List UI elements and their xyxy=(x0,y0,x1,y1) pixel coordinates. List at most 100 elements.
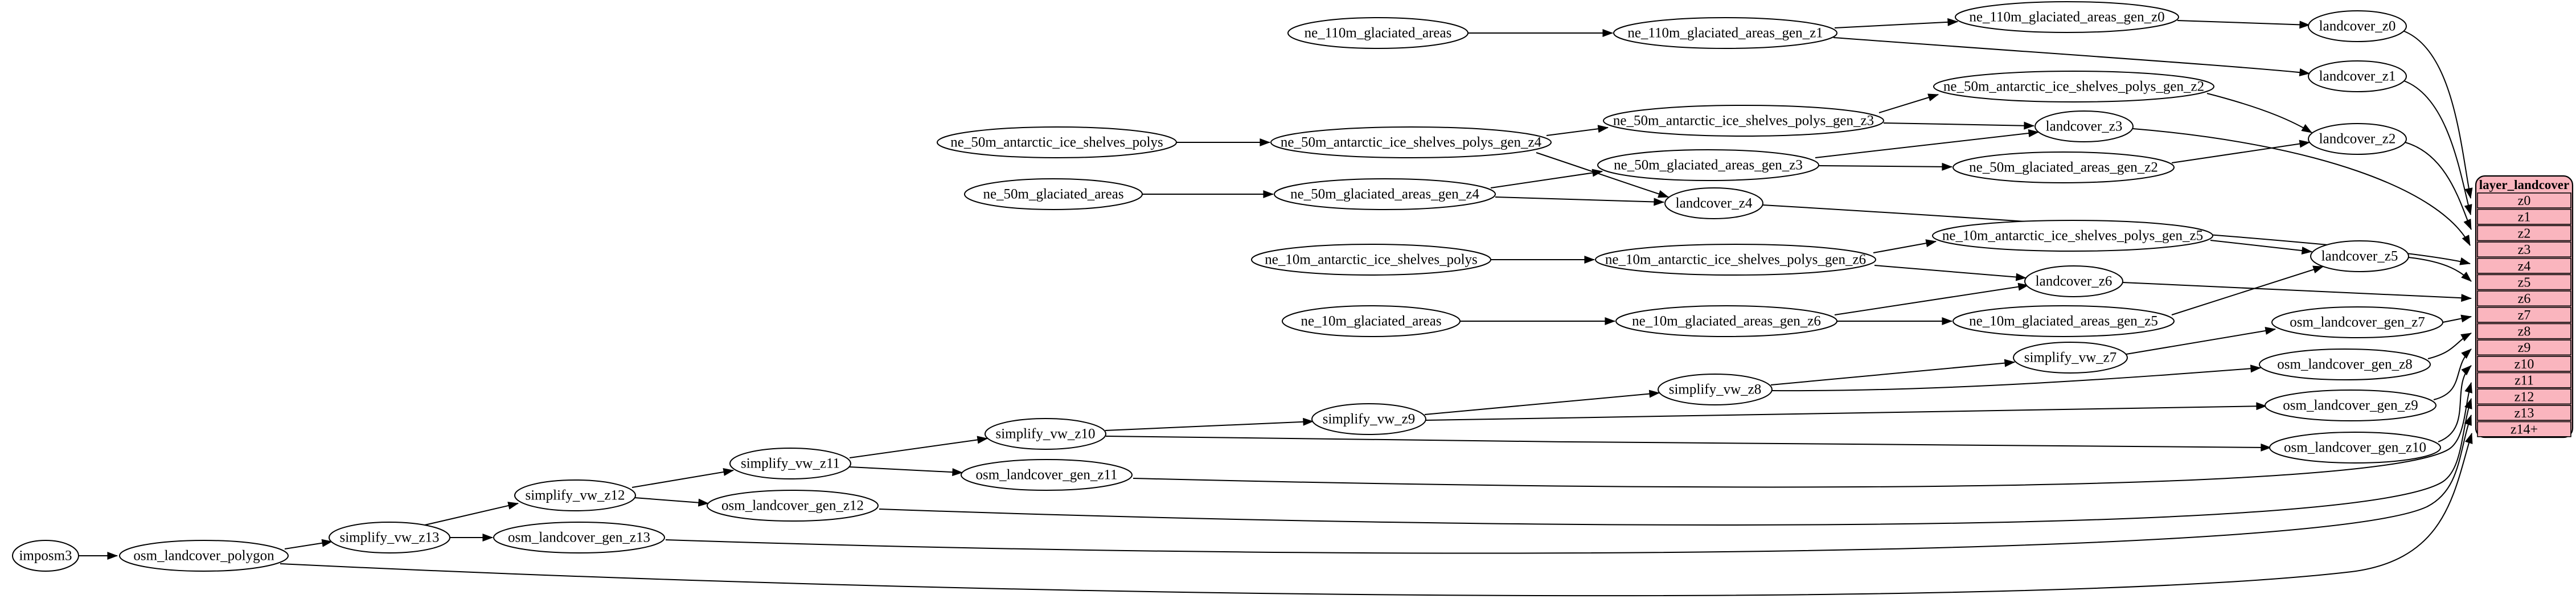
node-ne_50m_antarctic_ice_shelves_polys_gen_z3: ne_50m_antarctic_ice_shelves_polys_gen_z… xyxy=(1603,105,1884,137)
edge-simplify_vw_z11-to-osm_landcover_gen_z11 xyxy=(849,466,963,477)
table-row-label-z14+: z14+ xyxy=(2511,423,2538,437)
edge-simplify_vw_z8-to-simplify_vw_z7 xyxy=(1770,359,2016,386)
edge-osm_landcover_gen_z12-to-layer_landcover-z12 xyxy=(879,397,2472,526)
node-ne_50m_glaciated_areas_gen_z3: ne_50m_glaciated_areas_gen_z3 xyxy=(1597,149,1819,181)
edge-ne_50m_glaciated_areas_gen_z4-to-ne_50m_glaciated_areas_gen_z3 xyxy=(1490,169,1603,188)
edge-landcover_z0-to-layer_landcover-z0 xyxy=(2402,30,2473,199)
node-label-landcover_z4: landcover_z4 xyxy=(1676,196,1753,211)
node-ellipse-simplify_vw_z7 xyxy=(2013,342,2128,374)
node-label-ne_50m_antarctic_ice_shelves_polys_gen_z2: ne_50m_antarctic_ice_shelves_polys_gen_z… xyxy=(1943,79,2204,95)
table-row-z1 xyxy=(2477,208,2571,225)
node-label-osm_landcover_gen_z7: osm_landcover_gen_z7 xyxy=(2290,315,2425,330)
node-label-landcover_z3: landcover_z3 xyxy=(2046,119,2123,134)
node-ellipse-ne_50m_antarctic_ice_shelves_polys_gen_z3 xyxy=(1603,105,1884,137)
table-row-z9 xyxy=(2477,339,2571,356)
node-ne_50m_antarctic_ice_shelves_polys_gen_z4: ne_50m_antarctic_ice_shelves_polys_gen_z… xyxy=(1270,126,1552,158)
table-row-z3 xyxy=(2477,241,2571,258)
node-simplify_vw_z10: simplify_vw_z10 xyxy=(985,418,1106,450)
node-ellipse-osm_landcover_gen_z13 xyxy=(493,522,665,553)
node-ellipse-ne_50m_antarctic_ice_shelves_polys_gen_z4 xyxy=(1270,126,1552,158)
node-landcover_z3: landcover_z3 xyxy=(2034,110,2134,142)
node-ellipse-ne_50m_glaciated_areas_gen_z2 xyxy=(1952,151,2175,183)
node-ellipse-landcover_z1 xyxy=(2308,60,2407,92)
edge-osm_landcover_polygon-to-layer_landcover-z14+ xyxy=(280,432,2473,597)
table-row-z6 xyxy=(2477,290,2571,307)
node-ellipse-simplify_vw_z9 xyxy=(1311,403,1426,435)
edge-landcover_z4-to-layer_landcover-z4 xyxy=(1762,204,2471,265)
edge-osm_landcover_gen_z9-to-layer_landcover-z9 xyxy=(2433,348,2472,400)
node-osm_landcover_polygon: osm_landcover_polygon xyxy=(119,540,289,572)
table-row-label-z13: z13 xyxy=(2515,406,2534,421)
node-ellipse-ne_10m_antarctic_ice_shelves_polys_gen_z5 xyxy=(1932,220,2213,252)
node-label-osm_landcover_gen_z12: osm_landcover_gen_z12 xyxy=(721,498,864,514)
node-label-ne_110m_glaciated_areas: ne_110m_glaciated_areas xyxy=(1305,26,1452,41)
edge-osm_landcover_gen_z7-to-layer_landcover-z7 xyxy=(2442,314,2472,323)
node-label-ne_50m_glaciated_areas_gen_z2: ne_50m_glaciated_areas_gen_z2 xyxy=(1969,160,2158,175)
edge-ne_110m_glaciated_areas_gen_z1-to-landcover_z1 xyxy=(1833,37,2311,76)
node-osm_landcover_gen_z13: osm_landcover_gen_z13 xyxy=(493,522,665,553)
node-ellipse-ne_50m_glaciated_areas xyxy=(964,178,1143,210)
node-ellipse-ne_110m_glaciated_areas xyxy=(1287,17,1469,49)
edge-simplify_vw_z10-to-simplify_vw_z9 xyxy=(1105,417,1314,431)
node-simplify_vw_z11: simplify_vw_z11 xyxy=(729,448,851,479)
node-label-ne_50m_antarctic_ice_shelves_polys_gen_z4: ne_50m_antarctic_ice_shelves_polys_gen_z… xyxy=(1281,135,1542,150)
edge-ne_50m_glaciated_areas_gen_z4-to-landcover_z4 xyxy=(1495,196,1665,206)
node-osm_landcover_gen_z8: osm_landcover_gen_z8 xyxy=(2259,348,2431,380)
node-ne_10m_glaciated_areas_gen_z6: ne_10m_glaciated_areas_gen_z6 xyxy=(1615,305,1837,337)
node-osm_landcover_gen_z11: osm_landcover_gen_z11 xyxy=(961,459,1133,491)
node-ne_50m_antarctic_ice_shelves_polys: ne_50m_antarctic_ice_shelves_polys xyxy=(937,126,1177,158)
edge-simplify_vw_z13-to-simplify_vw_z12 xyxy=(424,502,519,526)
node-ne_50m_antarctic_ice_shelves_polys_gen_z2: ne_50m_antarctic_ice_shelves_polys_gen_z… xyxy=(1933,71,2214,102)
node-ellipse-landcover_z4 xyxy=(1664,187,1763,219)
node-label-ne_10m_antarctic_ice_shelves_polys_gen_z6: ne_10m_antarctic_ice_shelves_polys_gen_z… xyxy=(1605,252,1866,268)
node-simplify_vw_z9: simplify_vw_z9 xyxy=(1311,403,1426,435)
node-label-ne_50m_antarctic_ice_shelves_polys_gen_z3: ne_50m_antarctic_ice_shelves_polys_gen_z… xyxy=(1613,113,1874,129)
node-label-ne_50m_antarctic_ice_shelves_polys: ne_50m_antarctic_ice_shelves_polys xyxy=(950,135,1163,150)
edge-ne_50m_antarctic_ice_shelves_polys_gen_z3-to-ne_50m_antarctic_ice_shelves_polys_gen_z2 xyxy=(1878,93,1939,113)
table-row-z0 xyxy=(2477,192,2571,208)
edge-ne_50m_antarctic_ice_shelves_polys_gen_z4-to-landcover_z4 xyxy=(1536,152,1670,198)
node-ne_10m_antarctic_ice_shelves_polys_gen_z5: ne_10m_antarctic_ice_shelves_polys_gen_z… xyxy=(1932,220,2213,252)
node-ellipse-ne_10m_antarctic_ice_shelves_polys xyxy=(1251,244,1491,276)
edge-simplify_vw_z12-to-osm_landcover_gen_z12 xyxy=(634,497,709,507)
node-ne_10m_antarctic_ice_shelves_polys: ne_10m_antarctic_ice_shelves_polys xyxy=(1251,244,1491,276)
node-label-osm_landcover_polygon: osm_landcover_polygon xyxy=(133,548,274,564)
node-ellipse-osm_landcover_gen_z7 xyxy=(2271,306,2443,338)
node-label-landcover_z2: landcover_z2 xyxy=(2319,132,2396,147)
node-ne_110m_glaciated_areas: ne_110m_glaciated_areas xyxy=(1287,17,1469,49)
edge-ne_50m_antarctic_ice_shelves_polys_gen_z2-to-landcover_z2 xyxy=(2206,93,2312,133)
table-row-z13 xyxy=(2477,405,2571,421)
node-label-ne_10m_glaciated_areas: ne_10m_glaciated_areas xyxy=(1301,314,1441,329)
edge-simplify_vw_z12-to-simplify_vw_z11 xyxy=(631,468,735,488)
node-ellipse-ne_50m_glaciated_areas_gen_z4 xyxy=(1274,178,1496,210)
table-row-label-z5: z5 xyxy=(2518,275,2531,290)
node-osm_landcover_gen_z7: osm_landcover_gen_z7 xyxy=(2271,306,2443,338)
edge-ne_10m_antarctic_ice_shelves_polys_gen_z6-to-landcover_z6 xyxy=(1874,265,2027,281)
edge-simplify_vw_z9-to-simplify_vw_z8 xyxy=(1424,389,1660,415)
node-osm_landcover_gen_z10: osm_landcover_gen_z10 xyxy=(2269,432,2441,464)
edge-osm_landcover_gen_z8-to-layer_landcover-z8 xyxy=(2427,333,2472,359)
edge-simplify_vw_z9-to-osm_landcover_gen_z9 xyxy=(1425,402,2267,421)
table-row-label-z10: z10 xyxy=(2515,357,2534,372)
node-landcover_z4: landcover_z4 xyxy=(1664,187,1763,219)
table-row-z4 xyxy=(2477,257,2571,274)
node-landcover_z5: landcover_z5 xyxy=(2310,240,2409,272)
table-row-label-z11: z11 xyxy=(2515,374,2534,388)
node-ellipse-osm_landcover_gen_z10 xyxy=(2269,432,2441,464)
node-ellipse-ne_50m_antarctic_ice_shelves_polys_gen_z2 xyxy=(1933,71,2214,102)
node-label-simplify_vw_z13: simplify_vw_z13 xyxy=(340,530,440,546)
node-ellipse-osm_landcover_polygon xyxy=(119,540,289,572)
node-label-simplify_vw_z10: simplify_vw_z10 xyxy=(996,427,1096,442)
node-osm_landcover_gen_z9: osm_landcover_gen_z9 xyxy=(2265,389,2436,421)
table-layer: layer_landcoverz0z1z2z3z4z5z6z7z8z9z10z1… xyxy=(2475,175,2574,438)
node-label-osm_landcover_gen_z9: osm_landcover_gen_z9 xyxy=(2283,398,2418,413)
node-ne_50m_glaciated_areas_gen_z4: ne_50m_glaciated_areas_gen_z4 xyxy=(1274,178,1496,210)
table-title: layer_landcover xyxy=(2479,178,2569,192)
node-label-osm_landcover_gen_z10: osm_landcover_gen_z10 xyxy=(2284,440,2426,456)
node-ellipse-simplify_vw_z8 xyxy=(1658,374,1773,405)
node-label-landcover_z1: landcover_z1 xyxy=(2319,69,2396,84)
edge-landcover_z3-to-layer_landcover-z3 xyxy=(2132,128,2471,246)
table-row-label-z2: z2 xyxy=(2518,226,2531,241)
layer-landcover-table: layer_landcoverz0z1z2z3z4z5z6z7z8z9z10z1… xyxy=(2475,175,2574,438)
